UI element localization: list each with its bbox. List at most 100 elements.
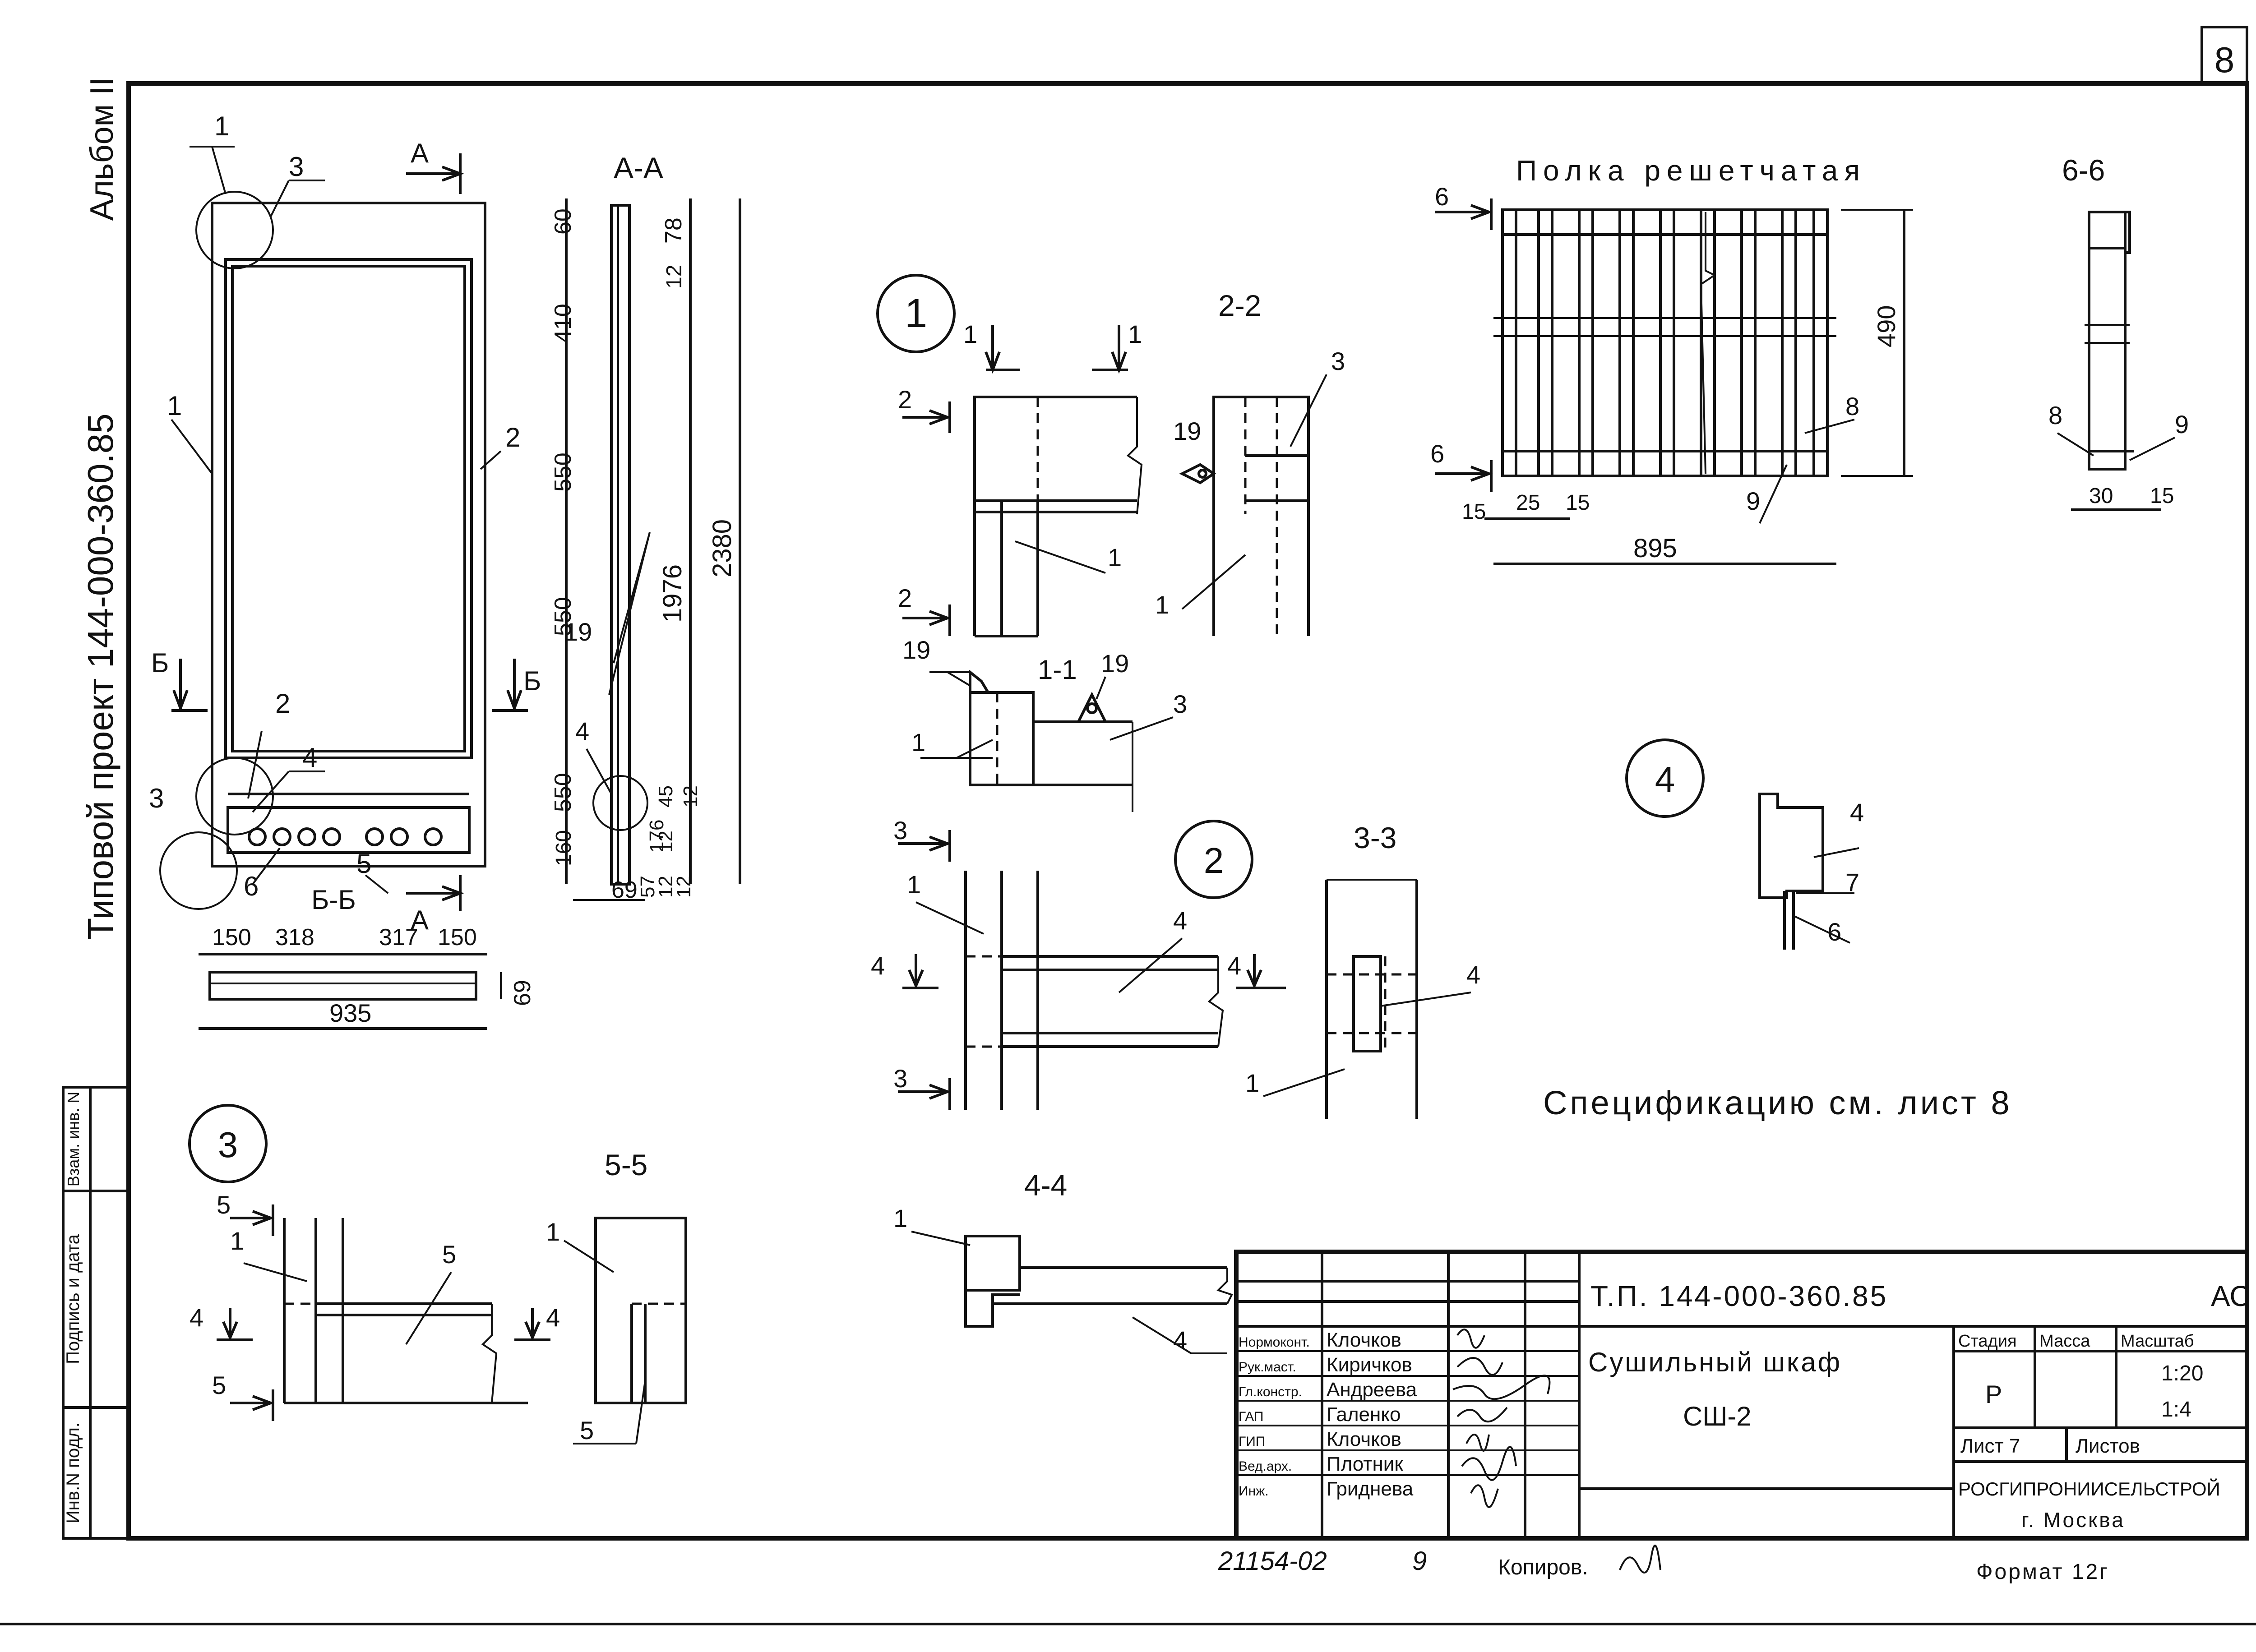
dim-bb-150a: 150	[212, 924, 251, 951]
mark-66-top: 6	[1435, 182, 1449, 211]
callout-front-2a: 2	[505, 422, 520, 452]
node1-circle	[195, 191, 274, 269]
mark-55-top: 5	[217, 1191, 231, 1219]
mark-33-top: 3	[893, 816, 907, 844]
callout-node3-1: 1	[230, 1227, 244, 1255]
footer-copied: Копиров.	[1498, 1555, 1588, 1579]
dim-bb-150b: 150	[438, 924, 477, 951]
mark-55-bottom: 5	[212, 1371, 226, 1399]
callout-front-1a: 1	[214, 111, 229, 141]
role-6: Инж.	[1239, 1484, 1269, 1499]
copier-signature	[1619, 1545, 1661, 1574]
callout-55-5: 5	[580, 1416, 594, 1444]
callout-11-1: 1	[911, 728, 925, 757]
callout-22-19: 19	[1173, 417, 1201, 445]
dim-shelf-15b: 15	[1566, 491, 1590, 515]
dim-aa-550b: 550	[550, 597, 576, 636]
section-55-title: 5-5	[605, 1148, 647, 1181]
dim-aa-69: 69	[611, 877, 638, 903]
node2-label-circle	[1174, 820, 1253, 899]
callout-front-4: 4	[302, 743, 317, 773]
stamp-label-sign: Подпись и дата	[63, 1234, 83, 1364]
drawing-title: Сушильный шкаф	[1588, 1347, 1842, 1377]
name-0: Клочков	[1327, 1329, 1401, 1351]
section-mark-a-bottom: А	[411, 905, 429, 935]
mark-33-bottom: 3	[893, 1064, 907, 1093]
dim-shelf-895: 895	[1633, 534, 1677, 563]
name-2: Андреева	[1327, 1379, 1417, 1401]
dim-shelf-25: 25	[1516, 491, 1540, 515]
dim-aa-12d: 12	[655, 876, 677, 898]
callout-11-3: 3	[1173, 690, 1187, 718]
section-22-title: 2-2	[1218, 289, 1261, 322]
dim-bb-318: 318	[275, 924, 314, 951]
dim-shelf-15a: 15	[1462, 500, 1486, 524]
callout-front-3a: 3	[289, 152, 304, 182]
dim-aa-57: 57	[637, 876, 659, 898]
section-33-title: 3-3	[1354, 821, 1396, 854]
mark-66-bottom: 6	[1430, 439, 1444, 468]
signature-scribbles	[1452, 1329, 1551, 1508]
door-frame-inner	[231, 265, 466, 752]
dim-aa-12c: 12	[655, 831, 677, 853]
section-44: 4-4 1 4	[893, 1168, 1233, 1354]
node3-detail: 3 5-5 5 5 4 4 1 5 1 5	[188, 1104, 687, 1444]
dim-aa-60: 60	[550, 208, 576, 235]
doc-suffix: АС	[2211, 1280, 2251, 1312]
name-1: Киричков	[1327, 1354, 1412, 1376]
stage-value: Р	[1985, 1380, 2002, 1408]
dim-aa-1976: 1976	[658, 564, 687, 623]
stamp-label-replace: Взам. инв. N	[64, 1092, 83, 1186]
dim-aa-550a: 550	[550, 452, 576, 492]
name-4: Клочков	[1327, 1428, 1401, 1450]
callout-44-1: 1	[893, 1204, 907, 1232]
node1-label: 1	[905, 291, 927, 336]
shelf-title: Полка решетчатая	[1516, 154, 1866, 187]
project-label: Типовой проект 144-000-360.85	[80, 413, 120, 940]
node1-label-circle	[876, 274, 956, 353]
org-city: г. Москва	[2021, 1508, 2125, 1532]
scale-value-2: 1:4	[2161, 1398, 2191, 1421]
vent-holes	[248, 827, 443, 846]
callout-node4-7: 7	[1845, 868, 1859, 896]
callout-front-6: 6	[244, 871, 259, 901]
callout-aa-19: 19	[564, 618, 592, 646]
dim-aa-160: 160	[552, 830, 576, 866]
node4-label-circle	[1625, 738, 1705, 818]
sheets-label: Листов	[2076, 1435, 2140, 1457]
section-aa-title: А-А	[614, 151, 663, 185]
callout-node2-1: 1	[907, 870, 921, 899]
front-view: 1 3 2 1 2 4 3 6 5 А А Б Б Б-Б 150 318 31…	[149, 111, 541, 1030]
section-mark-a-top: А	[411, 138, 429, 168]
section-mark-b-left: Б	[151, 648, 169, 678]
mark-11-right: 1	[1128, 320, 1142, 348]
footer-num: 9	[1412, 1546, 1427, 1576]
node2-circle	[195, 757, 274, 835]
callout-node4-6: 6	[1827, 918, 1841, 946]
spec-note: Спецификацию см. лист 8	[1543, 1084, 2012, 1121]
mark-44-n3-left: 4	[190, 1303, 203, 1332]
callout-front-2b: 2	[275, 688, 290, 719]
section-bb-title: Б-Б	[311, 885, 356, 915]
callout-node2-4: 4	[1173, 906, 1187, 935]
node1-detail: 1 2-2 1 1 2 2 1 3 19 1 1-	[876, 274, 1345, 812]
callout-node4-4: 4	[1850, 798, 1864, 826]
callout-33-4: 4	[1466, 960, 1480, 989]
node4-label: 4	[1655, 759, 1675, 799]
callout-66-9: 9	[2175, 410, 2189, 438]
section-44-title: 4-4	[1024, 1168, 1067, 1202]
role-4: ГИП	[1239, 1434, 1265, 1449]
callout-66-8: 8	[2048, 401, 2062, 429]
name-5: Плотник	[1327, 1453, 1403, 1475]
signature-rows: Нормоконт. Клочков Рук.маст. Киричков Гл…	[1239, 1329, 1417, 1500]
dim-aa-550c: 550	[550, 773, 576, 812]
section-66: 6-6 8 9 30 15	[2048, 153, 2189, 511]
callout-node1-1: 1	[1108, 543, 1122, 572]
doc-code: Т.П. 144-000-360.85	[1590, 1280, 1888, 1312]
callout-front-5: 5	[356, 849, 371, 879]
mark-22-top: 2	[898, 385, 912, 414]
sheet-number: 8	[2214, 40, 2235, 80]
dim-aa-2380: 2380	[707, 519, 737, 577]
callout-22-1: 1	[1155, 591, 1169, 619]
